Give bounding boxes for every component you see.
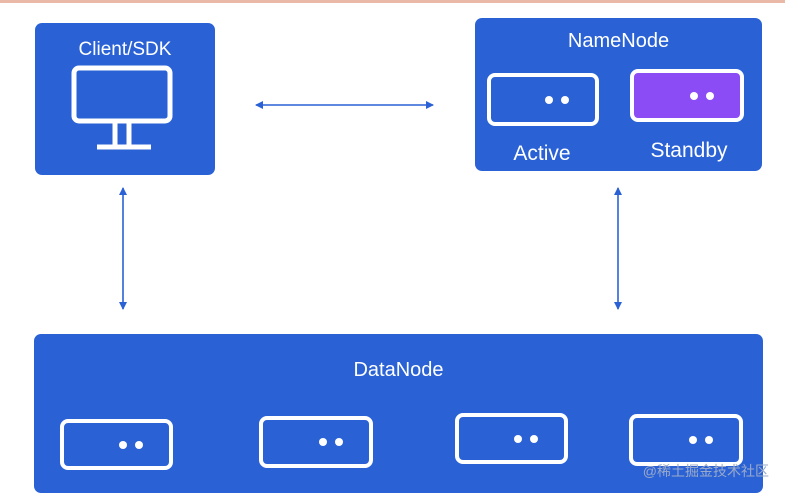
namenode-standby-label: Standby [650, 139, 728, 162]
datanode-server-icon-4 [629, 414, 743, 466]
namenode-title: NameNode [567, 30, 670, 52]
watermark-text: @稀土掘金技术社区 [642, 463, 769, 479]
namenode-active-label: Active [513, 142, 571, 165]
datanode-server-icon-1 [60, 419, 173, 470]
client-sdk-node: Client/SDK [35, 23, 215, 175]
namenode-standby-server-icon [630, 69, 744, 122]
client-sdk-title: Client/SDK [78, 39, 172, 60]
datanode-server-icon-3 [455, 413, 568, 464]
datanode-node: DataNode [34, 334, 763, 493]
top-border-line [0, 0, 785, 3]
namenode-node: NameNode Active Standby [475, 18, 762, 171]
datanode-server-icon-2 [259, 416, 373, 468]
datanode-title: DataNode [353, 359, 444, 381]
monitor-icon [71, 65, 173, 150]
namenode-active-server-icon [487, 73, 599, 126]
